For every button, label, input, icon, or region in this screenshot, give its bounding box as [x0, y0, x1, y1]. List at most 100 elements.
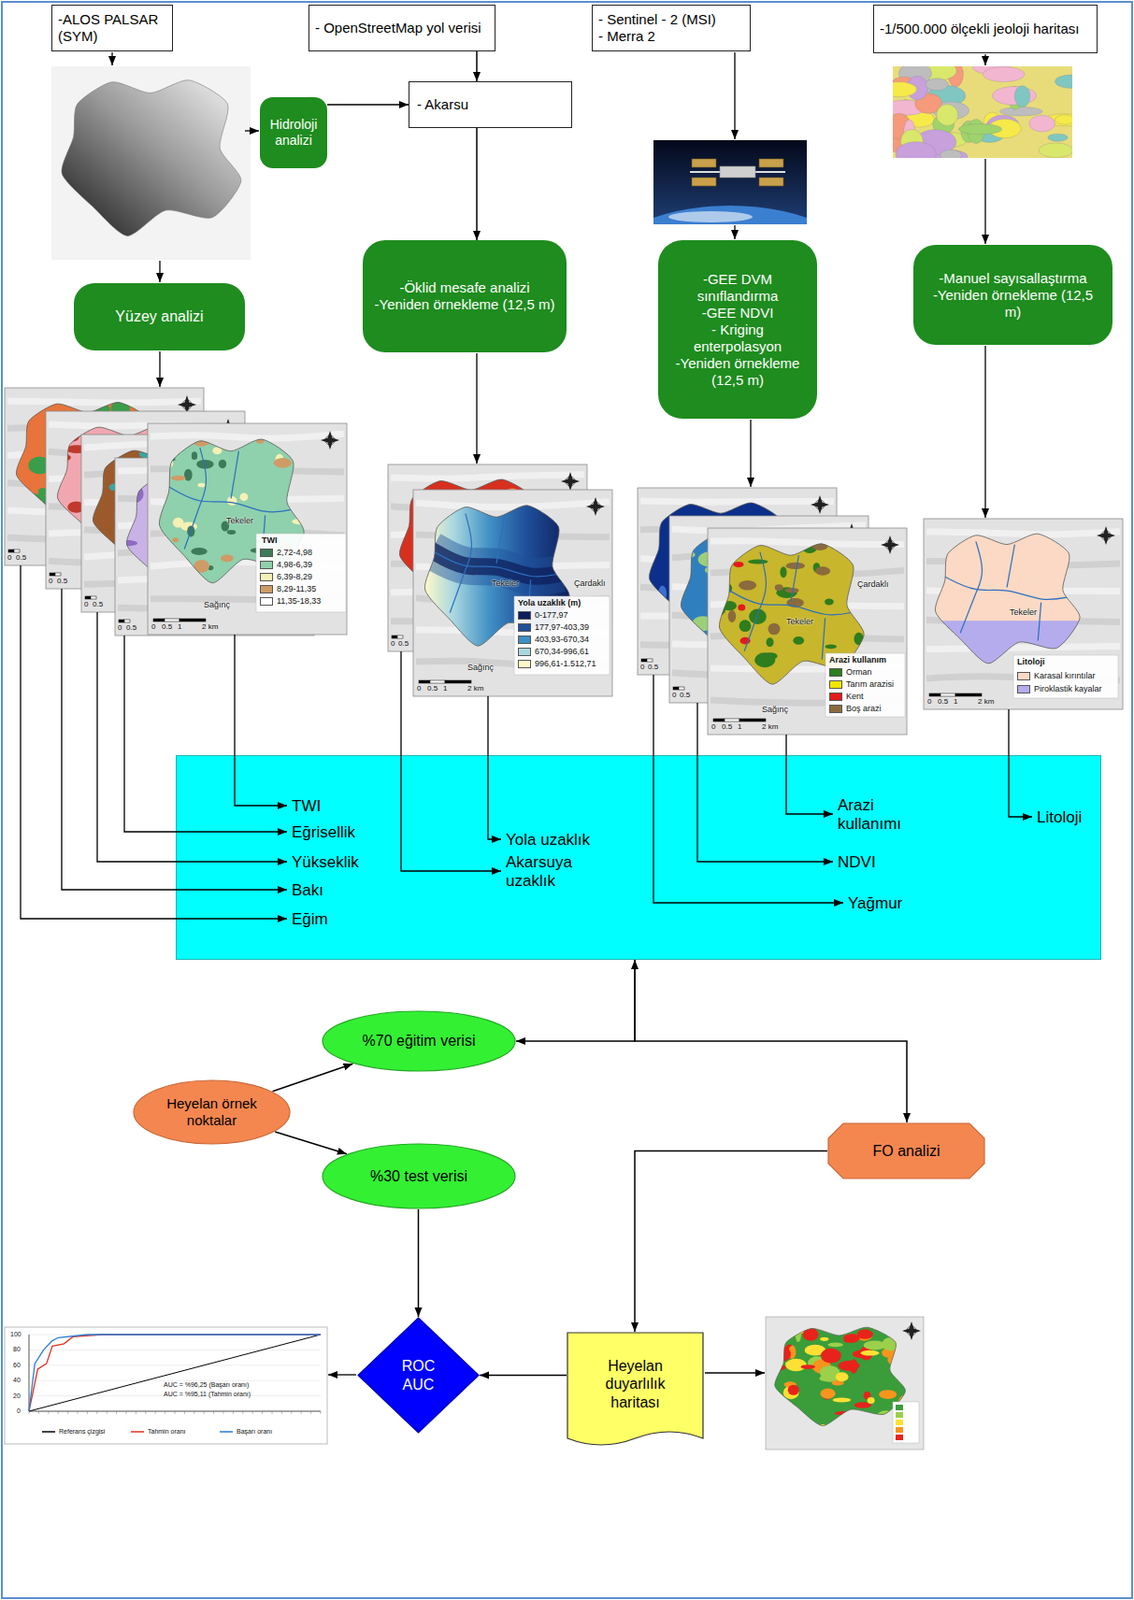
text-group: %70 eğitim verisi — [343, 1032, 495, 1050]
node-text: Heyelan örnek noktalar — [150, 1095, 274, 1130]
geology-unit — [1029, 114, 1056, 132]
map-patch — [227, 496, 238, 506]
node-text: %30 test verisi — [343, 1167, 495, 1186]
legend-panel — [892, 1402, 919, 1444]
map-patch — [188, 590, 197, 603]
label-slot: 2 km — [467, 685, 484, 694]
satellite-figure — [653, 158, 807, 225]
legend-swatch — [259, 573, 273, 582]
legend-item: Referans çizgisi — [42, 1428, 105, 1436]
legend-item: Boş arazi — [829, 704, 882, 715]
scale-label: 0.5 — [937, 698, 948, 707]
map-patch — [658, 495, 669, 511]
factor-slot: Yola uzaklık — [505, 831, 590, 850]
geology-unit — [936, 104, 959, 127]
label-slot: 0.5 — [647, 663, 659, 673]
risk-patch — [835, 1372, 849, 1382]
risk-patch — [832, 1397, 851, 1403]
scale-bar — [164, 618, 180, 622]
document-shape: Heyelan duyarlılık haritası — [566, 1332, 704, 1450]
map-patch — [267, 436, 278, 441]
label-slot: Litoloji — [1017, 658, 1046, 668]
stream-line — [790, 555, 799, 603]
label-slot: 60 — [13, 1362, 21, 1370]
leader-arrow — [984, 158, 986, 245]
scale-bar — [955, 693, 982, 697]
factor-name: Yağmur — [847, 894, 903, 914]
risk-patch — [820, 1349, 842, 1364]
geology-unit — [982, 67, 1025, 83]
factor-name: Litoloji — [1036, 808, 1082, 828]
risk-patch — [860, 1350, 879, 1357]
label-slot: 0 — [16, 1407, 21, 1416]
place-name: Çardaklı — [574, 579, 606, 589]
outline-shape — [567, 1333, 704, 1446]
map-patch — [151, 560, 162, 570]
chart-axes — [28, 1334, 321, 1412]
place-name: Tekeler — [786, 617, 814, 628]
process-box: -GEE DVM sınıflandırma-GEE NDVI- Kriging… — [658, 240, 818, 419]
legend-text: Orman — [846, 668, 873, 678]
map-patch — [728, 610, 736, 623]
scale-label: 0 — [117, 624, 122, 633]
map-patch — [658, 585, 667, 603]
legend-line-sample — [130, 1431, 144, 1434]
node-text: Hidroloji analizi — [263, 116, 324, 149]
map-patch — [217, 428, 230, 434]
map-patch — [740, 673, 753, 683]
legend-panel — [256, 533, 346, 613]
map-patch — [766, 637, 775, 647]
text-group: FO analizi — [839, 1142, 975, 1161]
auc-note: AUC = %95,11 (Tahmin oranı) — [163, 1391, 251, 1399]
axis-tick-label: 20 — [13, 1392, 21, 1401]
factor-slot: Eğrisellik — [291, 823, 356, 843]
map-patch — [748, 609, 767, 625]
map-patch — [178, 432, 186, 443]
connector — [417, 1209, 420, 1318]
map-figure — [923, 518, 1123, 774]
factor-name: NDVI — [837, 853, 876, 873]
factor-slot: Eğim — [291, 910, 329, 930]
node-text: - OpenStreetMap yol verisi — [315, 19, 489, 37]
stream-line — [184, 505, 201, 550]
outline-shape — [828, 1123, 985, 1179]
risk-patch — [843, 1334, 861, 1343]
process-box: Hidroloji analizi — [259, 97, 328, 169]
stream-line — [1037, 602, 1041, 642]
factor-slot: Yağmur — [847, 894, 903, 914]
risk-patch — [867, 1431, 876, 1438]
north-arrow — [560, 472, 580, 491]
label-slot: 2 km — [761, 723, 778, 733]
legend-item: 2,72-4,98 — [259, 548, 313, 559]
map-patch — [707, 602, 726, 617]
legend-text: 6,39-8,29 — [276, 573, 313, 583]
risk-patch — [848, 1428, 858, 1441]
risk-patch — [788, 1385, 800, 1396]
place-name: Tekeler — [226, 516, 254, 527]
map-patch — [86, 549, 101, 562]
legend-title: Yola uzaklık (m) — [517, 599, 581, 609]
legend-line — [42, 1429, 56, 1436]
legend-item: Tarım arazisi — [829, 680, 894, 690]
reference-line — [28, 1334, 321, 1412]
label-slot: 0 — [927, 698, 932, 707]
map-patch — [191, 451, 198, 460]
legend-text: 11,35-18,33 — [276, 597, 321, 607]
legend-line-sample — [219, 1431, 233, 1434]
risk-patch — [832, 1424, 844, 1429]
legend-text: Başarı oranı — [236, 1428, 273, 1436]
label-slot: 2 km — [977, 698, 994, 707]
decision-diamond: ROC AUC — [357, 1317, 480, 1435]
process-box: Yüzey analizi — [73, 283, 245, 351]
label-slot: 1 — [443, 685, 447, 694]
scale-label: 0.5 — [398, 640, 409, 649]
node-text: -Öklid mesafe analizi — [373, 279, 557, 297]
road-band — [430, 550, 562, 577]
map-patch — [195, 583, 209, 591]
node-text: -1/500.000 ölçekli jeoloji haritası — [879, 20, 1091, 38]
legend-panel — [1013, 655, 1119, 699]
node-text: -ALOS PALSAR (SYM) — [57, 11, 167, 45]
map-patch — [721, 659, 741, 664]
scale-label: 2 km — [201, 623, 218, 632]
